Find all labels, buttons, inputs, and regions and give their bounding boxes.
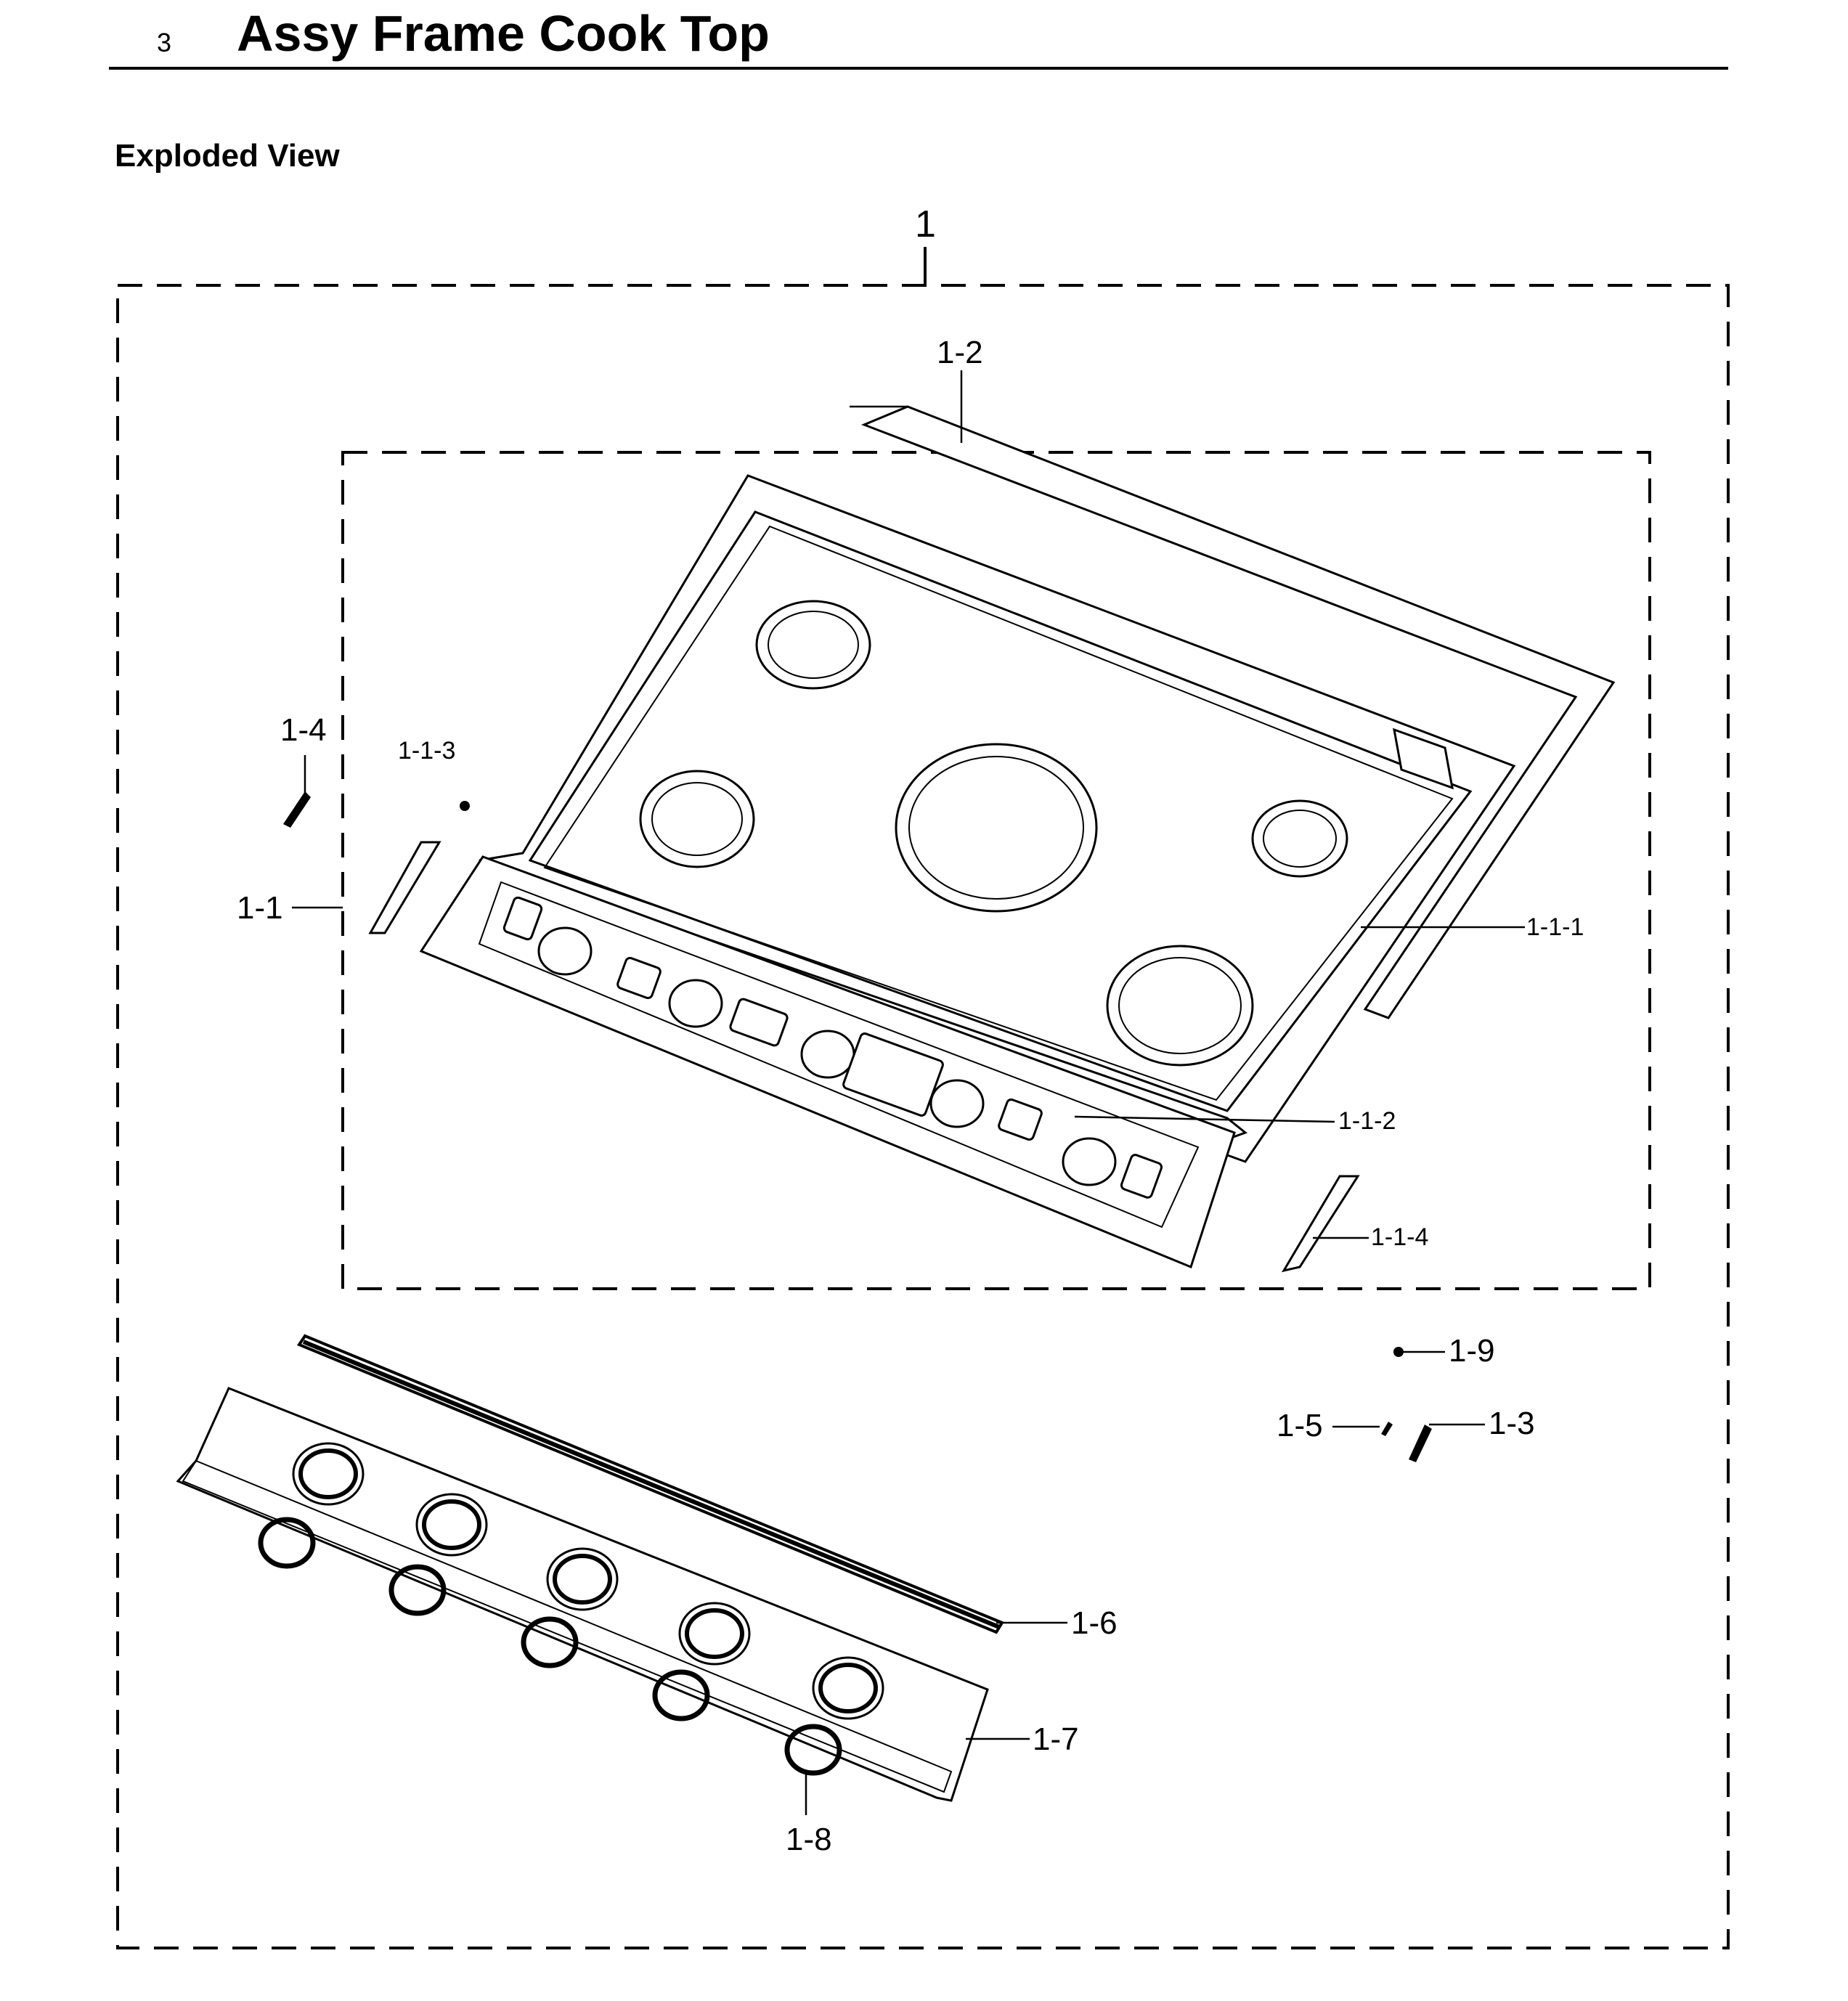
label-1-3: 1-3 bbox=[1489, 1406, 1535, 1441]
left-side-trim bbox=[368, 841, 441, 934]
right-side-trim bbox=[1281, 1175, 1360, 1273]
bracket-1-3 bbox=[1409, 1425, 1432, 1462]
section-subtitle: Exploded View bbox=[115, 138, 340, 174]
frame-subassembly-boundary bbox=[341, 451, 1651, 1290]
screw-1-1-3 bbox=[460, 801, 470, 811]
label-1-1: 1-1 bbox=[237, 890, 283, 926]
knob-rings bbox=[258, 1517, 842, 1776]
label-1-1-1: 1-1-1 bbox=[1526, 913, 1584, 941]
control-knob-holes bbox=[502, 896, 1163, 1199]
title-rule bbox=[109, 67, 1728, 70]
label-1-1-2: 1-1-2 bbox=[1338, 1107, 1396, 1135]
label-1-1-3: 1-1-3 bbox=[398, 737, 455, 765]
label-1-6: 1-6 bbox=[1071, 1605, 1118, 1641]
label-1-1-4: 1-1-4 bbox=[1371, 1223, 1428, 1251]
label-1-7: 1-7 bbox=[1033, 1721, 1079, 1757]
bracket-1-4 bbox=[283, 791, 311, 828]
assembly-boundary bbox=[116, 284, 1730, 1949]
screw-1-9 bbox=[1393, 1347, 1404, 1357]
leader-lines bbox=[292, 370, 1525, 1815]
knob-bezels bbox=[292, 1442, 884, 1720]
label-1-9: 1-9 bbox=[1449, 1333, 1495, 1369]
label-1-8: 1-8 bbox=[786, 1822, 832, 1857]
label-1-5: 1-5 bbox=[1277, 1408, 1323, 1443]
pin-1-5 bbox=[1381, 1422, 1393, 1436]
label-1-4: 1-4 bbox=[280, 712, 327, 748]
burner-openings bbox=[639, 600, 1348, 1067]
label-assembly: 1 bbox=[915, 203, 936, 245]
section-number: 3 bbox=[157, 28, 172, 57]
page-title: Assy Frame Cook Top bbox=[237, 5, 770, 62]
label-1-2: 1-2 bbox=[937, 335, 983, 370]
cooktop-glass-plate bbox=[860, 405, 1616, 1019]
